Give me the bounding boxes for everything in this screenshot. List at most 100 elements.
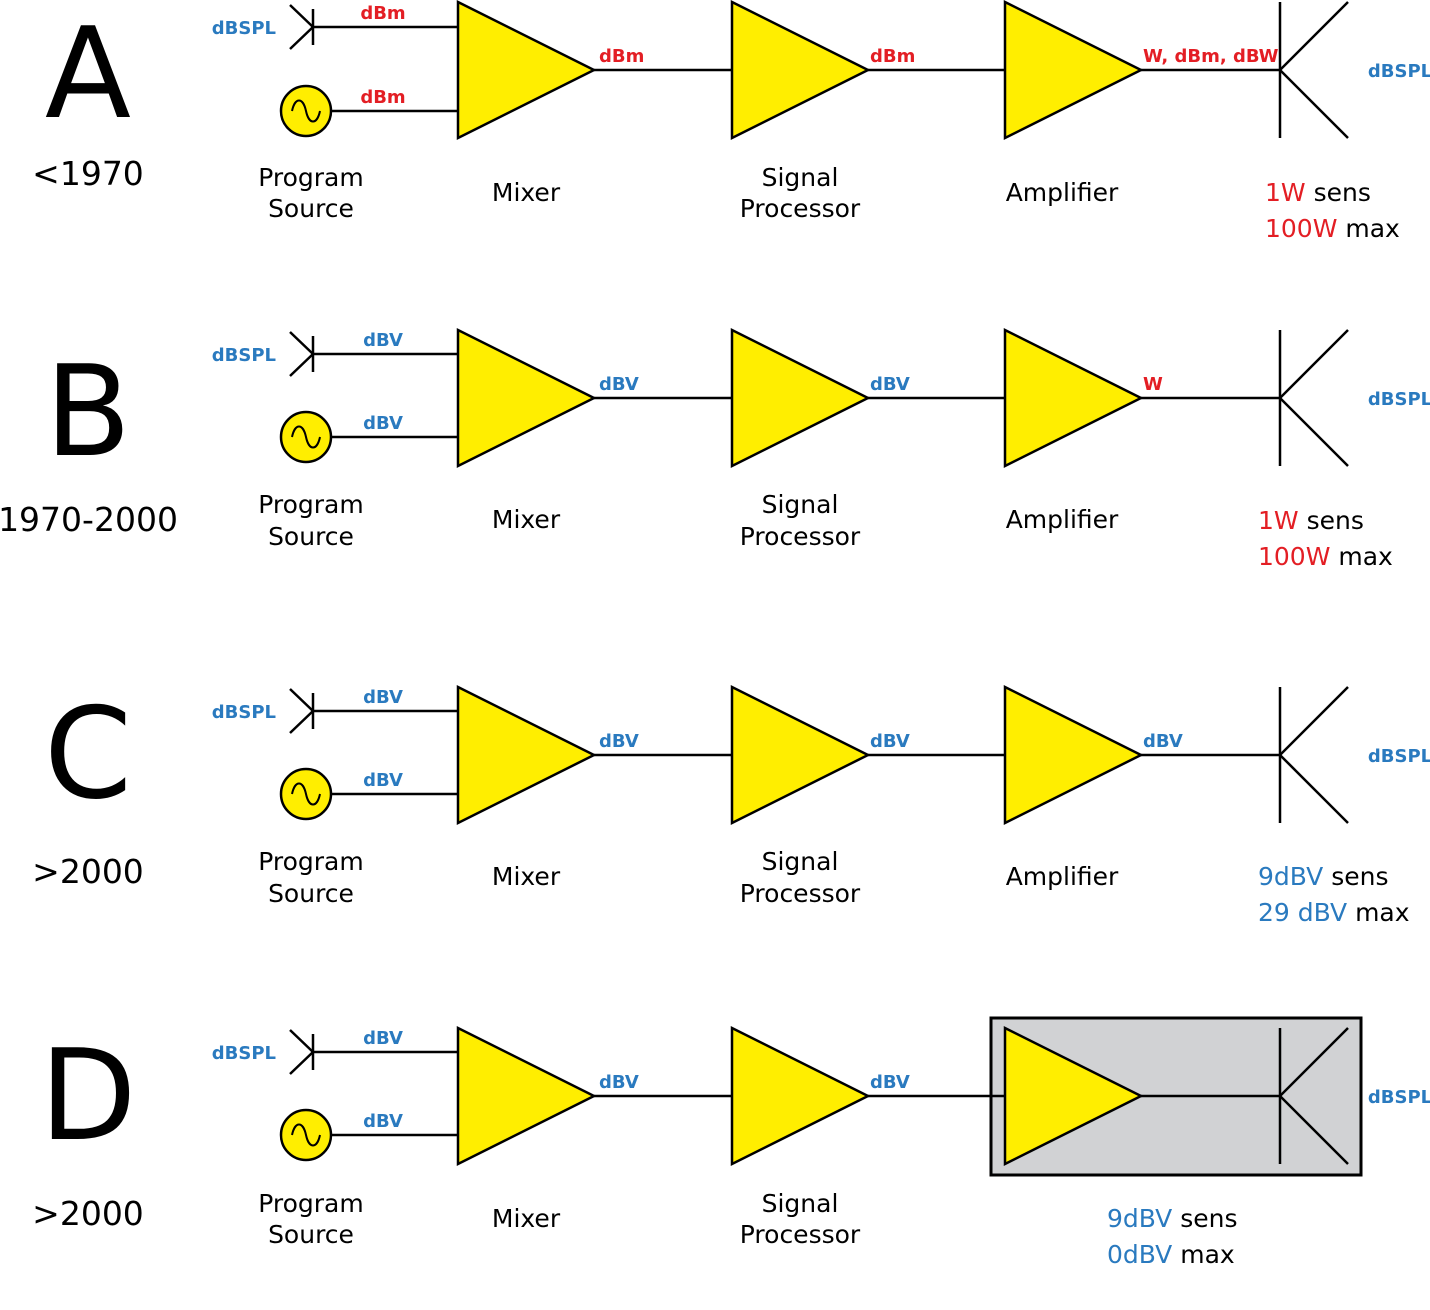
source-caption-line1: Program <box>258 1189 363 1218</box>
spec-sensitivity: 9dBV sens <box>1258 862 1389 891</box>
mic-unit-label: dBSPL <box>212 1043 276 1064</box>
source-caption-line2: Source <box>268 1220 354 1249</box>
row-era: >2000 <box>32 852 144 891</box>
processor-caption-line2: Processor <box>740 194 861 223</box>
row-letter: C <box>44 680 132 827</box>
mixer-caption: Mixer <box>492 1204 561 1233</box>
spec-value: 1W <box>1265 178 1306 207</box>
speaker-stroke <box>1279 1095 1349 1165</box>
spec-word: max <box>1330 542 1392 571</box>
amplifier-triangle-icon <box>1003 0 1144 141</box>
mixer-out-unit: dBV <box>599 731 639 752</box>
mixer-triangle-icon <box>456 327 597 469</box>
mixer-triangle-icon <box>456 684 597 826</box>
speaker-icon <box>1278 686 1349 824</box>
speaker-icon <box>1278 1027 1349 1165</box>
mic-wire-unit: dBm <box>360 3 405 24</box>
speaker-stroke <box>1279 686 1349 756</box>
processor-caption-line2: Processor <box>740 1220 861 1249</box>
spec-max: 29 dBV max <box>1258 898 1410 927</box>
sine-source-icon <box>279 410 333 464</box>
speaker-stroke <box>1279 754 1349 824</box>
processor-caption-line1: Signal <box>762 490 839 519</box>
sine-source-icon <box>279 84 333 138</box>
mic-stroke <box>289 353 314 377</box>
row-letter: A <box>45 0 131 147</box>
microphone-icon <box>289 331 315 377</box>
spec-value: 1W <box>1258 506 1299 535</box>
mic-unit-label: dBSPL <box>212 702 276 723</box>
mic-stroke <box>289 1051 314 1075</box>
speaker-stroke <box>1279 69 1349 139</box>
spec-max: 100W max <box>1265 214 1400 243</box>
sine-wave <box>291 1123 321 1147</box>
processor-caption-line1: Signal <box>762 163 839 192</box>
processor-caption-line2: Processor <box>740 879 861 908</box>
row-letter: B <box>45 338 131 485</box>
mixer-caption: Mixer <box>492 505 561 534</box>
processor-caption-line1: Signal <box>762 847 839 876</box>
row-era: <1970 <box>32 154 144 193</box>
spec-value: 100W <box>1258 542 1330 571</box>
mixer-out-unit: dBV <box>599 374 639 395</box>
amplifier-out-unit: W <box>1143 374 1163 395</box>
row-era: >2000 <box>32 1194 144 1233</box>
speaker-unit-label: dBSPL <box>1368 389 1430 410</box>
source-caption-line2: Source <box>268 194 354 223</box>
mixer-out-unit: dBm <box>599 46 644 67</box>
sine-source-icon <box>279 1108 333 1162</box>
spec-word: sens <box>1299 506 1364 535</box>
spec-word: sens <box>1323 862 1388 891</box>
mic-stroke <box>289 688 314 712</box>
mic-stroke <box>289 4 314 28</box>
spec-word: max <box>1337 214 1399 243</box>
mic-wire-unit: dBV <box>363 687 403 708</box>
processor-caption-line2: Processor <box>740 522 861 551</box>
mixer-triangle-icon <box>456 1025 597 1167</box>
mic-unit-label: dBSPL <box>212 345 276 366</box>
microphone-icon <box>289 4 315 50</box>
amplifier-out-unit: dBV <box>1143 731 1183 752</box>
amplifier-out-unit: W, dBm, dBW <box>1143 46 1279 67</box>
processor-triangle-icon <box>730 0 871 141</box>
spec-max: 0dBV max <box>1107 1240 1235 1269</box>
spec-sensitivity: 1W sens <box>1265 178 1371 207</box>
spec-word: sens <box>1172 1204 1237 1233</box>
mic-wire-unit: dBV <box>363 1028 403 1049</box>
mic-stroke <box>289 1029 314 1053</box>
speaker-unit-label: dBSPL <box>1368 1087 1430 1108</box>
spec-word: max <box>1347 898 1409 927</box>
speaker-icon <box>1278 329 1349 467</box>
spec-value: 0dBV <box>1107 1240 1172 1269</box>
sine-source-icon <box>279 767 333 821</box>
speaker-unit-label: dBSPL <box>1368 61 1430 82</box>
mic-stroke <box>289 331 314 355</box>
mixer-caption: Mixer <box>492 862 561 891</box>
amplifier-caption: Amplifier <box>1006 862 1119 891</box>
spec-value: 29 dBV <box>1258 898 1347 927</box>
spec-value: 100W <box>1265 214 1337 243</box>
source-wire-unit: dBV <box>363 413 403 434</box>
mic-unit-label: dBSPL <box>212 18 276 39</box>
speaker-stroke <box>1279 397 1349 467</box>
microphone-icon <box>289 1029 315 1075</box>
processor-out-unit: dBV <box>870 731 910 752</box>
speaker-stroke <box>1279 1 1349 71</box>
mixer-out-unit: dBV <box>599 1072 639 1093</box>
microphone-icon <box>289 688 315 734</box>
sine-wave <box>291 782 321 806</box>
processor-out-unit: dBV <box>870 374 910 395</box>
spec-word: sens <box>1306 178 1371 207</box>
processor-triangle-icon <box>730 684 871 826</box>
source-caption-line1: Program <box>258 847 363 876</box>
mixer-caption: Mixer <box>492 178 561 207</box>
mixer-triangle-icon <box>456 0 597 141</box>
spec-sensitivity: 1W sens <box>1258 506 1364 535</box>
source-wire-unit: dBV <box>363 770 403 791</box>
processor-triangle-icon <box>730 327 871 469</box>
sine-wave <box>291 99 321 123</box>
spec-value: 9dBV <box>1258 862 1323 891</box>
